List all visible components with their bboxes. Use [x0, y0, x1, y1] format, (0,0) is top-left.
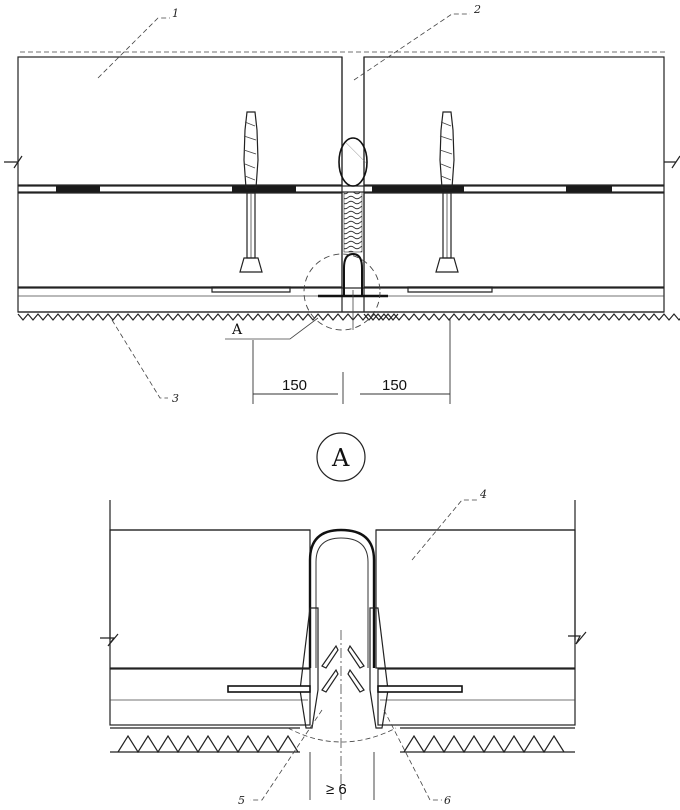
detail-leader [225, 317, 319, 340]
finish-zigzag [117, 734, 299, 754]
callout-3: 3 [172, 392, 179, 405]
seal-strip [566, 186, 612, 192]
anchor-right [407, 111, 493, 293]
right-insulation-layer [363, 192, 665, 288]
callout-6-leader [383, 709, 442, 801]
seal-strip [232, 186, 296, 192]
finish-zigzag [363, 313, 680, 321]
profile-fin [321, 644, 339, 669]
detail-circle [303, 253, 381, 331]
profile-flange-left [227, 685, 311, 693]
right-insulation-block [375, 529, 576, 669]
left-plaster-layer [109, 668, 311, 726]
callout-5: 5 [238, 794, 245, 807]
finish-zigzag [403, 734, 565, 754]
callout-3-leader [111, 319, 168, 399]
anchor-left [211, 111, 291, 293]
detail-view: ≥ 6 4 5 6 [100, 488, 587, 807]
callout-1: 1 [172, 7, 179, 20]
detail-marker-label: A [231, 322, 243, 338]
profile-fin [347, 668, 365, 693]
right-plaster-layer [377, 668, 576, 726]
expansion-profile [343, 252, 363, 296]
break-mark-left [4, 155, 23, 169]
seal-band [17, 185, 665, 193]
section-view: A 1 2 3 150 150 [4, 3, 680, 405]
dim-left-value: 150 [282, 377, 307, 394]
callout-2: 2 [473, 3, 481, 16]
edge-profile-right [369, 607, 389, 729]
callout-2-leader [353, 13, 470, 81]
profile-flange-right [377, 685, 463, 693]
sealing-cord [338, 137, 368, 187]
break-mark-right [568, 631, 587, 645]
left-wall-block [17, 56, 343, 186]
profile-fin [347, 644, 365, 669]
expansion-profile [308, 528, 376, 668]
compressible-filler [343, 191, 363, 253]
dim-gap-value: ≥ 6 [326, 781, 347, 798]
right-wall-block [363, 56, 665, 186]
finish-zigzag [17, 313, 399, 321]
seal-strip [56, 186, 100, 192]
detail-title: A [331, 444, 350, 472]
callout-6: 6 [444, 794, 451, 807]
seal-strip [372, 186, 464, 192]
callout-1-leader [97, 17, 170, 79]
break-mark-left [100, 633, 119, 647]
detail-title-circle [316, 432, 366, 482]
detail-arc [287, 727, 397, 743]
dim-right-value: 150 [382, 377, 407, 394]
left-insulation-layer [17, 192, 343, 288]
plaster-layer [17, 287, 665, 313]
break-mark-right [664, 155, 680, 169]
callout-4: 4 [479, 488, 487, 501]
callout-4-leader [411, 499, 478, 561]
left-insulation-block [109, 529, 311, 669]
profile-fin [321, 668, 339, 693]
callout-5-leader [250, 709, 323, 801]
expansion-profile-inner [315, 537, 369, 668]
